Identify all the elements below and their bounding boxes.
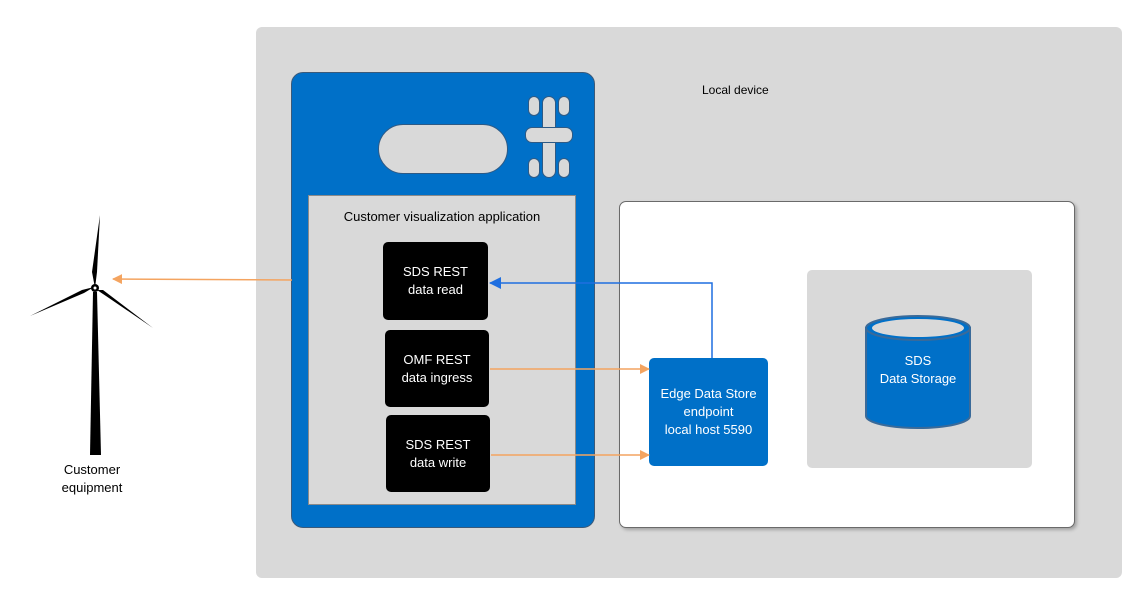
app-title: Customer visualization application [343, 209, 541, 224]
customer-equipment-label: Customer equipment [40, 461, 144, 497]
omf-ingress-line1: OMF REST [403, 351, 471, 367]
customer-line1: Customer [63, 462, 121, 477]
keypad-icon [525, 96, 573, 178]
sds-read-line1: SDS REST [402, 264, 468, 279]
customer-line2: equipment [61, 480, 123, 495]
arrow-to-customer-equipment [112, 274, 293, 285]
edge-line1: Edge Data Store [660, 386, 757, 401]
storage-line1: SDS [904, 353, 932, 368]
wind-turbine-icon [30, 215, 153, 455]
edge-data-store-endpoint: Edge Data Store endpoint local host 5590 [649, 358, 768, 466]
sds-write-line1: SDS REST [405, 436, 471, 452]
storage-label: SDS Data Storage [866, 352, 970, 388]
arrow-edge-to-sds-read [489, 277, 713, 358]
sds-write-line2: data write [409, 454, 467, 470]
omf-ingress-line2: data ingress [401, 369, 473, 385]
sds-rest-read-box: SDS REST data read [383, 242, 488, 320]
edge-line3: local host 5590 [664, 422, 753, 437]
sds-rest-write-box: SDS REST data write [386, 415, 490, 492]
storage-line2: Data Storage [879, 371, 957, 386]
sds-read-line2: data read [408, 282, 463, 297]
edge-line2: endpoint [683, 404, 734, 419]
local-device-label: Local device [702, 83, 769, 97]
device-screen [378, 124, 508, 174]
omf-rest-ingress-box: OMF REST data ingress [385, 330, 489, 407]
data-storage-cylinder-icon [865, 315, 971, 429]
